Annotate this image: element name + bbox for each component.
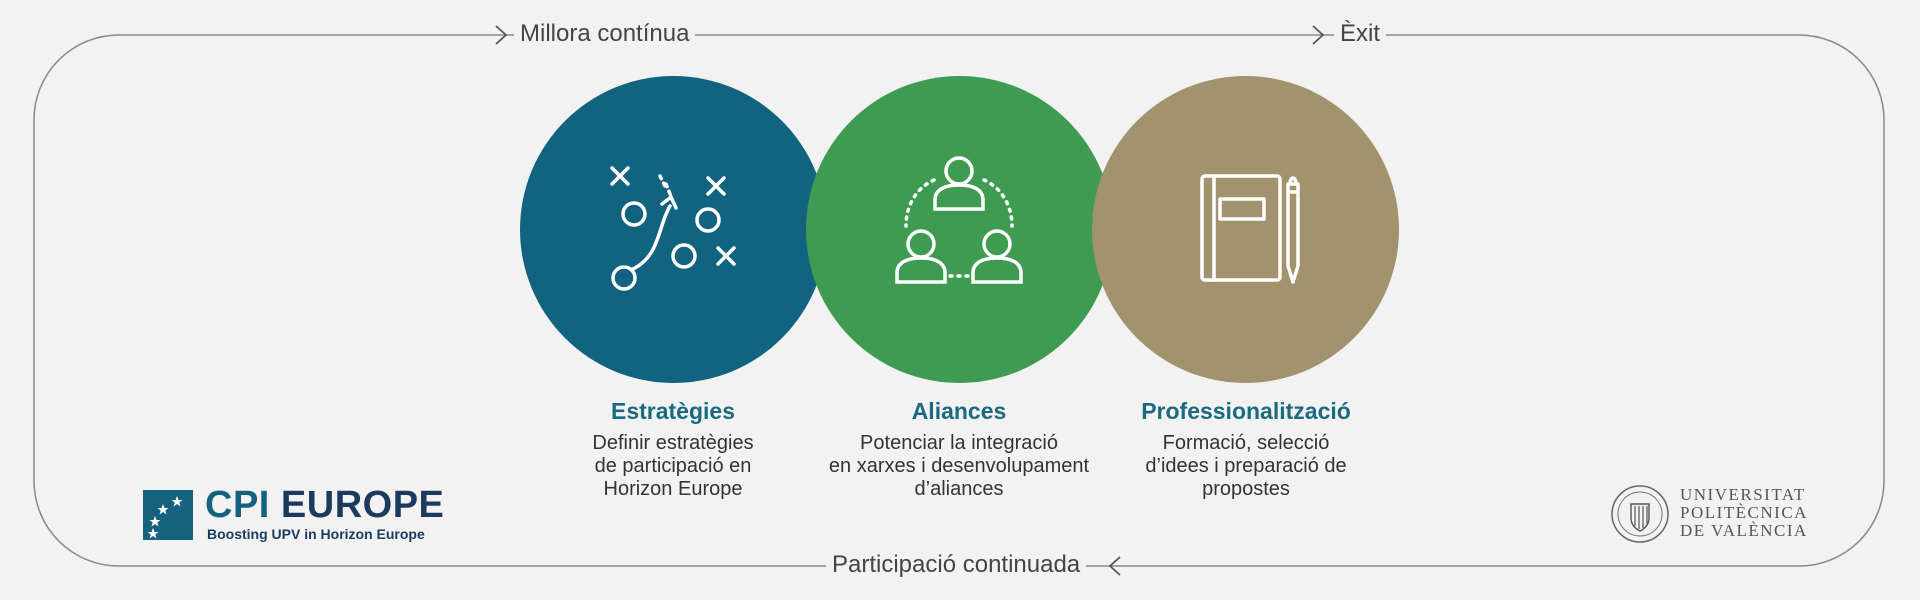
description-line: propostes: [1202, 478, 1290, 500]
eu-stars-icon: [143, 490, 193, 540]
cycle-label-bottom: Participació continuada: [826, 551, 1087, 579]
description-line: en xarxes i desenvolupament: [828, 455, 1090, 477]
notebook-pencil-icon: [1200, 174, 1300, 284]
arrow-left-icon: [1108, 556, 1121, 576]
pillar-caption-professionalisation: Professionalització Formació, selecció d…: [1086, 396, 1406, 501]
university-name-line: UNIVERSITAT: [1680, 485, 1806, 504]
pillar-description: Formació, selecció d’idees i preparació …: [1086, 432, 1406, 501]
brand-tagline: Boosting UPV in Horizon Europe: [207, 526, 425, 542]
cycle-label-top-left: Millora contínua: [514, 20, 696, 48]
description-line: Potenciar la integració: [860, 432, 1058, 454]
description-line: de participació en: [594, 455, 752, 477]
pillar-circle-strategies: [520, 76, 827, 383]
pillar-caption-strategies: Estratègies Definir estratègies de parti…: [513, 396, 833, 501]
description-line: d’aliances: [914, 478, 1004, 500]
university-logo: UNIVERSITAT POLITÈCNICA DE VALÈNCIA: [1610, 484, 1810, 546]
description-line: Horizon Europe: [603, 478, 743, 500]
description-line: d’idees i preparació de: [1145, 455, 1347, 477]
arrow-right-icon: [495, 25, 508, 45]
arrow-right-icon: [1312, 25, 1325, 45]
brand-name-part2: EUROPE: [280, 484, 445, 526]
university-name-line: POLITÈCNICA: [1680, 503, 1808, 522]
pillar-description: Definir estratègies de participació en H…: [513, 432, 833, 501]
upv-seal-icon: [1611, 485, 1669, 543]
pillar-circle-professionalisation: [1092, 76, 1399, 383]
pillar-caption-alliances: Aliances Potenciar la integració en xarx…: [799, 396, 1119, 501]
cycle-label-top-right: Èxit: [1334, 20, 1387, 48]
description-line: Formació, selecció: [1162, 432, 1330, 454]
pillar-description: Potenciar la integració en xarxes i dese…: [799, 432, 1119, 501]
pillar-title: Professionalització: [1141, 398, 1351, 424]
pillar-title: Aliances: [911, 398, 1007, 424]
brand-name: CPI EUROPE: [205, 484, 444, 527]
pillar-title: Estratègies: [610, 398, 735, 424]
university-name: UNIVERSITAT POLITÈCNICA DE VALÈNCIA: [1680, 486, 1808, 540]
university-name-line: DE VALÈNCIA: [1680, 521, 1808, 540]
pillar-circle-alliances: [806, 76, 1113, 383]
network-people-icon: [895, 156, 1023, 284]
description-line: Definir estratègies: [592, 432, 754, 454]
brand-name-part1: CPI: [205, 484, 281, 526]
brand-logo: CPI EUROPE Boosting UPV in Horizon Europ…: [143, 484, 463, 546]
strategy-play-icon: [610, 166, 736, 291]
